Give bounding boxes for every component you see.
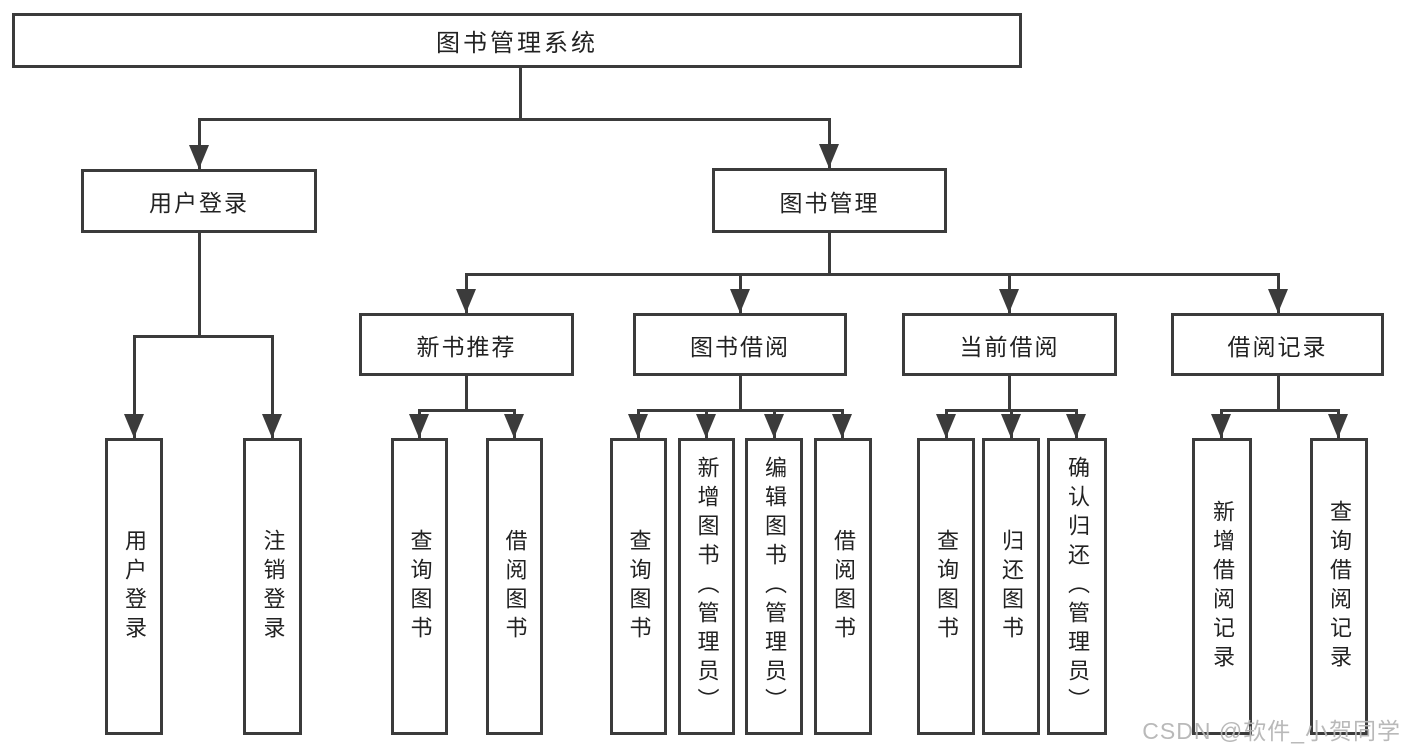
leaf-label: 查询借阅记录 [1327, 499, 1352, 674]
leaf-label: 借阅图书 [502, 528, 528, 645]
leaf-borrow-books-2: 借阅图书 [814, 438, 872, 735]
connector [1008, 376, 1011, 409]
node-user-login: 用户登录 [81, 169, 317, 233]
leaf-query-books-2: 查询图书 [610, 438, 667, 735]
arrow-down [628, 414, 648, 438]
leaf-label: 借阅图书 [831, 528, 856, 645]
node-book-borrowing: 图书借阅 [633, 313, 847, 376]
arrow-down [1211, 414, 1231, 438]
leaf-label: 新增图书（管理员） [694, 456, 720, 717]
node-book-management: 图书管理 [712, 168, 947, 233]
node-current-borrowing: 当前借阅 [902, 313, 1117, 376]
connector [519, 68, 522, 118]
leaf-user-login: 用户登录 [105, 438, 163, 735]
connector [465, 376, 468, 409]
arrow-down [1066, 414, 1086, 438]
connector [271, 335, 274, 438]
leaf-label: 新增借阅记录 [1210, 499, 1235, 674]
arrow-down [262, 414, 282, 438]
arrow-down [504, 414, 524, 438]
leaf-label: 用户登录 [122, 528, 147, 645]
leaf-label: 查询图书 [934, 528, 959, 645]
arrow-down [189, 145, 209, 169]
connector [828, 118, 831, 168]
leaf-label: 注销登录 [260, 528, 286, 645]
arrow-down [1328, 414, 1348, 438]
arrow-down [124, 414, 144, 438]
arrow-down [409, 414, 429, 438]
node-label: 借阅记录 [1227, 333, 1328, 360]
leaf-label: 查询图书 [407, 528, 433, 645]
connector [739, 376, 742, 409]
node-new-book-recommendation: 新书推荐 [359, 313, 574, 376]
arrow-down [764, 414, 784, 438]
leaf-query-borrow-record: 查询借阅记录 [1310, 438, 1368, 735]
arrow-down [730, 289, 750, 313]
connector [828, 233, 831, 273]
csdn-watermark: CSDN @软件_小贺同学 [1142, 718, 1401, 744]
node-label: 图书管理系统 [436, 30, 598, 57]
node-label: 用户登录 [149, 190, 249, 216]
connector [637, 409, 843, 412]
node-borrowing-records: 借阅记录 [1171, 313, 1384, 376]
node-label: 图书管理 [779, 189, 880, 216]
leaf-label: 查询图书 [626, 528, 652, 645]
node-label: 当前借阅 [959, 333, 1060, 360]
node-label: 新书推荐 [416, 333, 517, 360]
connector [1220, 409, 1340, 412]
leaf-add-books-admin: 新增图书（管理员） [678, 438, 735, 735]
leaf-label: 确认归还（管理员） [1065, 456, 1090, 717]
node-library-management-system: 图书管理系统 [12, 13, 1022, 68]
leaf-logout-login: 注销登录 [243, 438, 302, 735]
leaf-return-books: 归还图书 [982, 438, 1040, 735]
leaf-label: 归还图书 [999, 528, 1024, 645]
arrow-down [1268, 289, 1288, 313]
leaf-add-borrow-record: 新增借阅记录 [1192, 438, 1252, 735]
arrow-down [696, 414, 716, 438]
arrow-down [832, 414, 852, 438]
connector [133, 335, 136, 438]
leaf-confirm-return-admin: 确认归还（管理员） [1047, 438, 1107, 735]
arrow-down [936, 414, 956, 438]
arrow-down [1001, 414, 1021, 438]
connector [198, 118, 831, 121]
connector [133, 335, 274, 338]
connector [198, 118, 201, 169]
connector [418, 409, 515, 412]
arrow-down [819, 144, 839, 168]
connector [198, 233, 201, 335]
arrow-down [456, 289, 476, 313]
node-label: 图书借阅 [690, 333, 790, 360]
leaf-query-books-3: 查询图书 [917, 438, 975, 735]
leaf-label: 编辑图书（管理员） [762, 456, 787, 717]
leaf-edit-books-admin: 编辑图书（管理员） [745, 438, 803, 735]
leaf-borrow-books-1: 借阅图书 [486, 438, 543, 735]
connector [1277, 376, 1280, 409]
connector [465, 273, 1279, 276]
leaf-query-books-1: 查询图书 [391, 438, 448, 735]
arrow-down [999, 289, 1019, 313]
